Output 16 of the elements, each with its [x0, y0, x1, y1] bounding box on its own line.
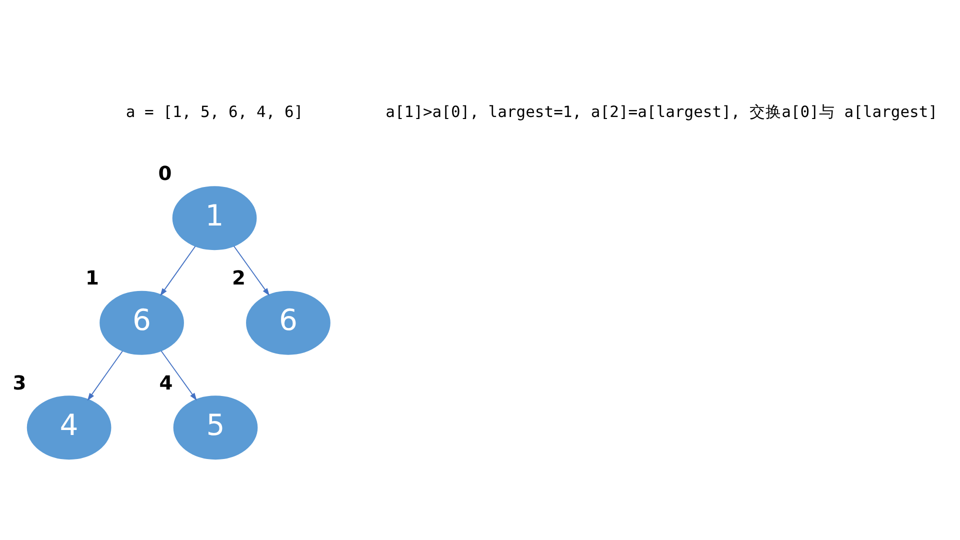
- node-ellipse: 1: [172, 186, 257, 250]
- node-label: 0: [158, 161, 172, 184]
- arrow: [160, 245, 196, 296]
- arrow: [87, 350, 123, 400]
- node-label: 2: [232, 266, 246, 290]
- arrow: [233, 245, 270, 296]
- node-label: 4: [159, 370, 173, 394]
- arrow: [160, 350, 197, 400]
- node-ellipse: 6: [100, 290, 184, 354]
- node-ellipse: 5: [173, 395, 258, 460]
- node-label: 1: [86, 266, 100, 290]
- node-ellipse: 4: [26, 395, 112, 460]
- node-label: 3: [12, 370, 26, 394]
- label: a[1]>a[0], largest=1, a[2]=a[largest], 交换a[0]与 a[largest]: [386, 102, 938, 121]
- node-ellipse: 6: [246, 290, 330, 354]
- label: a = [1, 5, 6, 4, 6]: [126, 102, 304, 121]
